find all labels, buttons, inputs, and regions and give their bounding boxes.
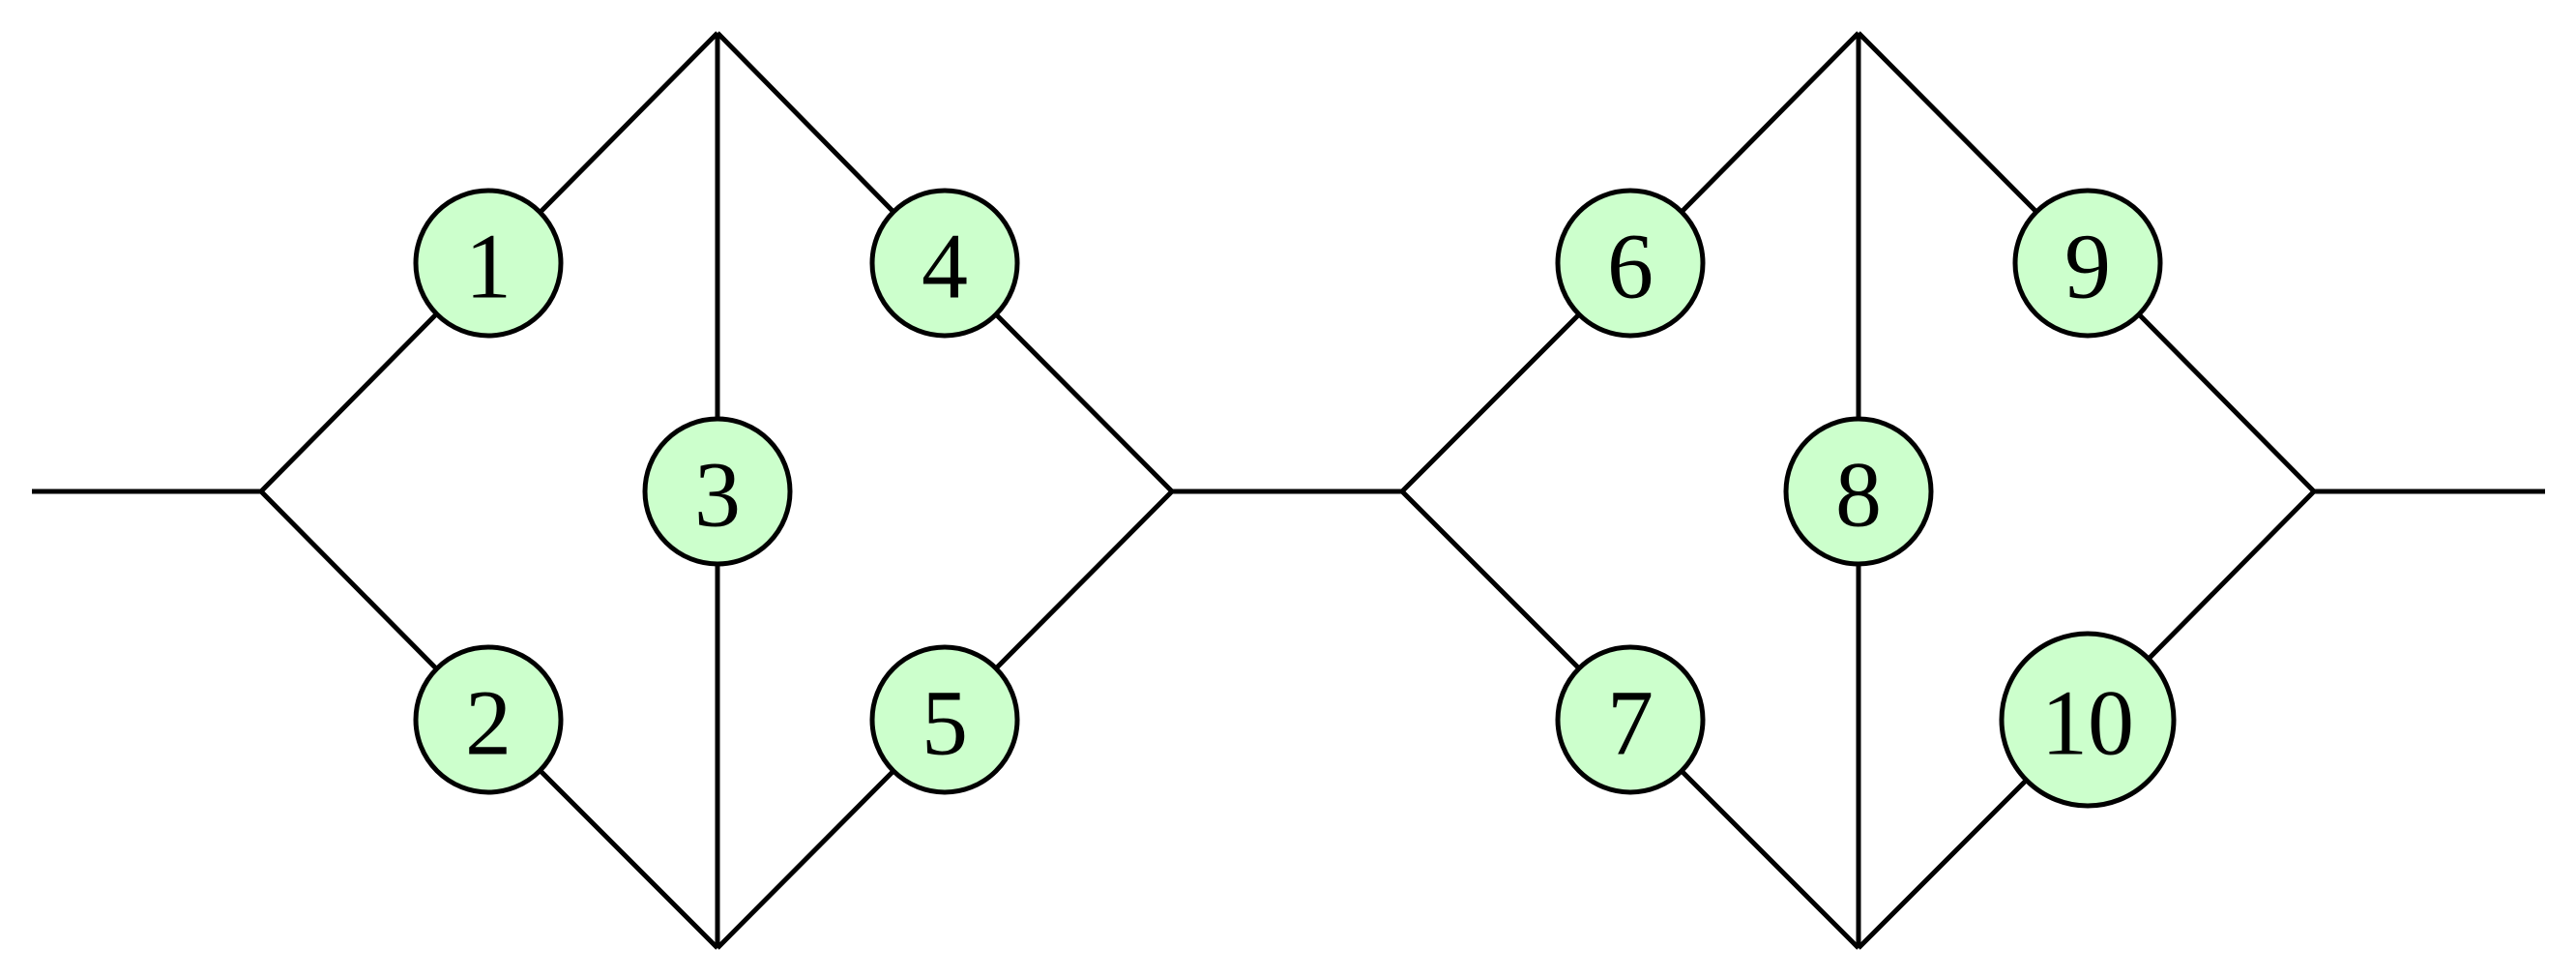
edge-e-jl-n2 [259, 489, 437, 669]
edge-e-n7-jbr [1681, 770, 1860, 950]
node-circle-8[interactable] [1783, 416, 1934, 567]
node-circle-10[interactable] [1999, 631, 2177, 809]
node-circle-5[interactable] [869, 644, 1020, 795]
node-circle-4[interactable] [869, 188, 1020, 339]
node-circle-9[interactable] [2012, 188, 2163, 339]
node-circle-7[interactable] [1555, 644, 1706, 795]
edge-e-jmr-n6 [1400, 313, 1580, 493]
edge-e-jtr-n9 [1857, 31, 2037, 213]
edge-e-jmr-n7 [1400, 489, 1580, 669]
node-10[interactable]: 10 [1999, 631, 2177, 809]
node-circle-1[interactable] [413, 188, 564, 339]
node-1[interactable]: 1 [413, 188, 564, 339]
node-9[interactable]: 9 [2012, 188, 2163, 339]
edge-e-n1-jtl [540, 31, 719, 213]
node-6[interactable]: 6 [1555, 188, 1706, 339]
edge-e-jtl-n4 [716, 31, 894, 213]
edge-e-n4-jml [995, 313, 1174, 493]
node-circle-2[interactable] [413, 644, 564, 795]
node-3[interactable]: 3 [642, 416, 793, 567]
edge-e-n10-jr [2147, 489, 2316, 661]
edge-e-jbr-n10 [1857, 778, 2029, 950]
edge-e-n9-jr [2138, 313, 2316, 493]
edge-e-jbl-n5 [716, 770, 894, 950]
edge-e-n2-jbl [540, 770, 719, 950]
nodes-group: 1 234 5 6 789 10 [413, 188, 2177, 809]
edge-e-jl-n1 [259, 313, 437, 493]
edge-e-n5-jml [995, 489, 1174, 669]
node-8[interactable]: 8 [1783, 416, 1934, 567]
edges-group [32, 31, 2545, 950]
node-4[interactable]: 4 [869, 188, 1020, 339]
edge-e-n6-jtr [1681, 31, 1860, 213]
node-7[interactable]: 7 [1555, 644, 1706, 795]
node-2[interactable]: 2 [413, 644, 564, 795]
node-5[interactable]: 5 [869, 644, 1020, 795]
node-circle-3[interactable] [642, 416, 793, 567]
node-circle-6[interactable] [1555, 188, 1706, 339]
